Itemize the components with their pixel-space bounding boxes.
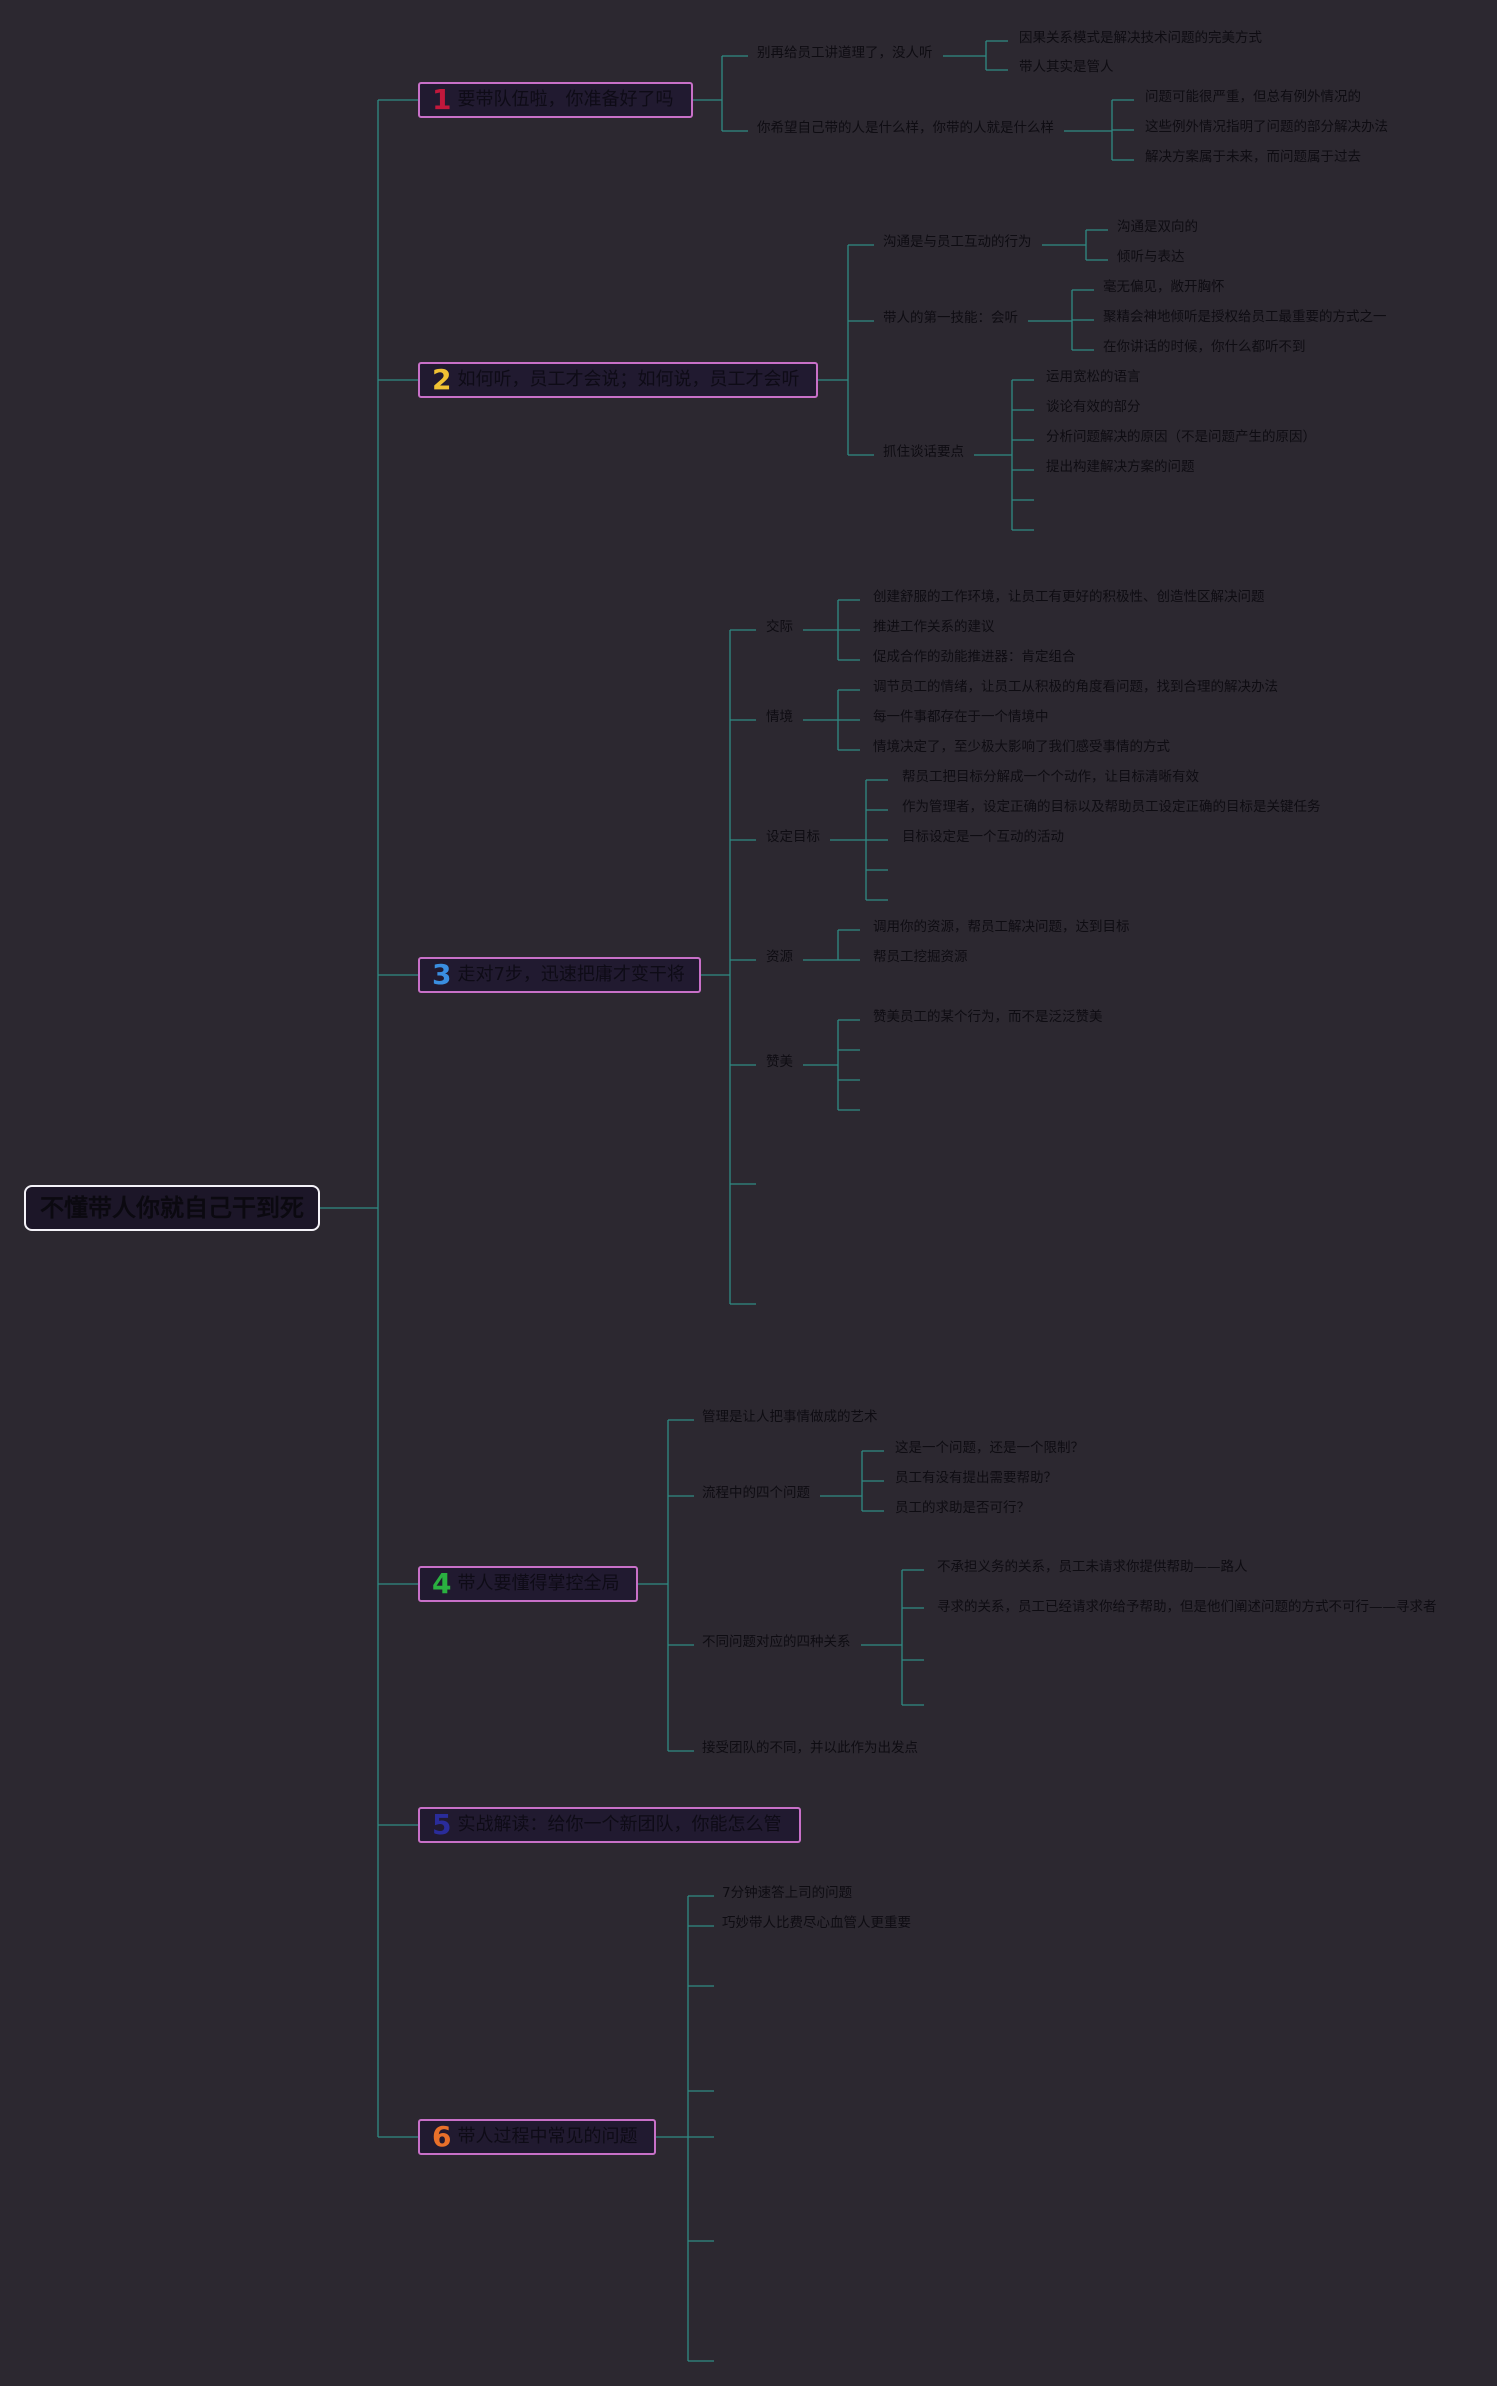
leaf-node[interactable]: 在你讲话的时候，你什么都听不到 [1103, 339, 1306, 355]
leaf-node[interactable]: 这些例外情况指明了问题的部分解决办法 [1145, 119, 1388, 135]
branch-node[interactable]: 巧妙带人比费尽心血管人更重要 [722, 1915, 911, 1931]
leaf-node[interactable]: 问题可能很严重，但总有例外情况的 [1145, 89, 1361, 105]
branch-node[interactable]: 接受团队的不同，并以此作为出发点 [702, 1740, 918, 1756]
leaf-node[interactable]: 倾听与表达 [1117, 249, 1185, 265]
leaf-node[interactable]: 每一件事都存在于一个情境中 [873, 709, 1049, 725]
leaf-node[interactable]: 目标设定是一个互动的活动 [902, 829, 1064, 845]
branch-node[interactable]: 交际 [766, 619, 793, 635]
branch-node[interactable]: 抓住谈话要点 [883, 444, 964, 460]
leaf-node[interactable]: 创建舒服的工作环境，让员工有更好的积极性、创造性区解决问题 [873, 589, 1265, 605]
branch-node[interactable]: 赞美 [766, 1054, 793, 1070]
branch-node[interactable]: 不同问题对应的四种关系 [702, 1634, 851, 1650]
topic-label: 如何听，员工才会说；如何说，员工才会听 [457, 369, 800, 390]
leaf-node[interactable]: 帮员工挖掘资源 [873, 949, 968, 965]
leaf-node[interactable]: 赞美员工的某个行为，而不是泛泛赞美 [873, 1009, 1103, 1025]
leaf-node[interactable]: 帮员工把目标分解成一个个动作，让目标清晰有效 [902, 769, 1199, 785]
topic-label: 走对7步，迅速把庸才变干将 [457, 964, 685, 985]
topic-number: 3 [432, 958, 452, 991]
topic-label: 实战解读：给你一个新团队，你能怎么管 [457, 1814, 782, 1835]
root-node[interactable]: 不懂带人你就自己干到死 [24, 1185, 320, 1231]
leaf-node[interactable]: 毫无偏见，敞开胸怀 [1103, 279, 1225, 295]
branch-node[interactable]: 沟通是与员工互动的行为 [883, 234, 1032, 250]
leaf-node[interactable]: 运用宽松的语言 [1046, 369, 1141, 385]
leaf-node[interactable]: 带人其实是管人 [1019, 59, 1114, 75]
topic-number: 4 [432, 1567, 452, 1600]
branch-node[interactable]: 管理是让人把事情做成的艺术 [702, 1409, 878, 1425]
topic-number: 6 [432, 2120, 452, 2153]
leaf-node[interactable]: 沟通是双向的 [1117, 219, 1198, 235]
root-title: 不懂带人你就自己干到死 [40, 1194, 304, 1222]
leaf-node[interactable]: 作为管理者，设定正确的目标以及帮助员工设定正确的目标是关键任务 [902, 799, 1321, 815]
branch-node[interactable]: 7分钟速答上司的问题 [722, 1885, 853, 1901]
leaf-node[interactable]: 促成合作的劲能推进器：肯定组合 [873, 649, 1076, 665]
leaf-node[interactable]: 推进工作关系的建议 [873, 619, 995, 635]
leaf-node[interactable]: 谈论有效的部分 [1046, 399, 1141, 415]
leaf-node[interactable]: 解决方案属于未来，而问题属于过去 [1145, 149, 1361, 165]
branch-node[interactable]: 资源 [766, 949, 793, 965]
leaf-node[interactable]: 调节员工的情绪，让员工从积极的角度看问题，找到合理的解决办法 [873, 679, 1278, 695]
topic-number: 1 [432, 83, 452, 116]
leaf-node[interactable]: 不承担义务的关系，员工未请求你提供帮助——路人 [937, 1559, 1248, 1575]
leaf-node[interactable]: 提出构建解决方案的问题 [1046, 459, 1195, 475]
leaf-node[interactable]: 分析问题解决的原因（不是问题产生的原因） [1046, 429, 1316, 445]
topic-number: 5 [432, 1808, 452, 1841]
branch-node[interactable]: 情境 [766, 709, 793, 725]
leaf-node[interactable]: 聚精会神地倾听是授权给员工最重要的方式之一 [1103, 309, 1387, 325]
topic-number: 2 [432, 363, 452, 396]
leaf-node[interactable]: 员工的求助是否可行？ [895, 1500, 1030, 1516]
topic-label: 带人过程中常见的问题 [457, 2126, 638, 2147]
leaf-node[interactable]: 员工有没有提出需要帮助？ [895, 1470, 1057, 1486]
leaf-node[interactable]: 调用你的资源，帮员工解决问题，达到目标 [873, 919, 1130, 935]
topic-label: 要带队伍啦，你准备好了吗 [457, 89, 674, 110]
topic-label: 带人要懂得掌控全局 [457, 1573, 620, 1594]
branch-node[interactable]: 带人的第一技能：会听 [883, 310, 1018, 326]
branch-node[interactable]: 设定目标 [766, 829, 820, 845]
leaf-node[interactable]: 因果关系模式是解决技术问题的完美方式 [1019, 30, 1262, 46]
branch-node[interactable]: 流程中的四个问题 [702, 1485, 810, 1501]
branch-node[interactable]: 别再给员工讲道理了，没人听 [757, 45, 933, 61]
leaf-node[interactable]: 情境决定了，至少极大影响了我们感受事情的方式 [873, 739, 1170, 755]
branch-node[interactable]: 你希望自己带的人是什么样，你带的人就是什么样 [757, 120, 1054, 136]
leaf-node[interactable]: 这是一个问题，还是一个限制？ [895, 1440, 1084, 1456]
leaf-node[interactable]: 寻求的关系，员工已经请求你给予帮助，但是他们阐述问题的方式不可行——寻求者 [937, 1599, 1437, 1615]
